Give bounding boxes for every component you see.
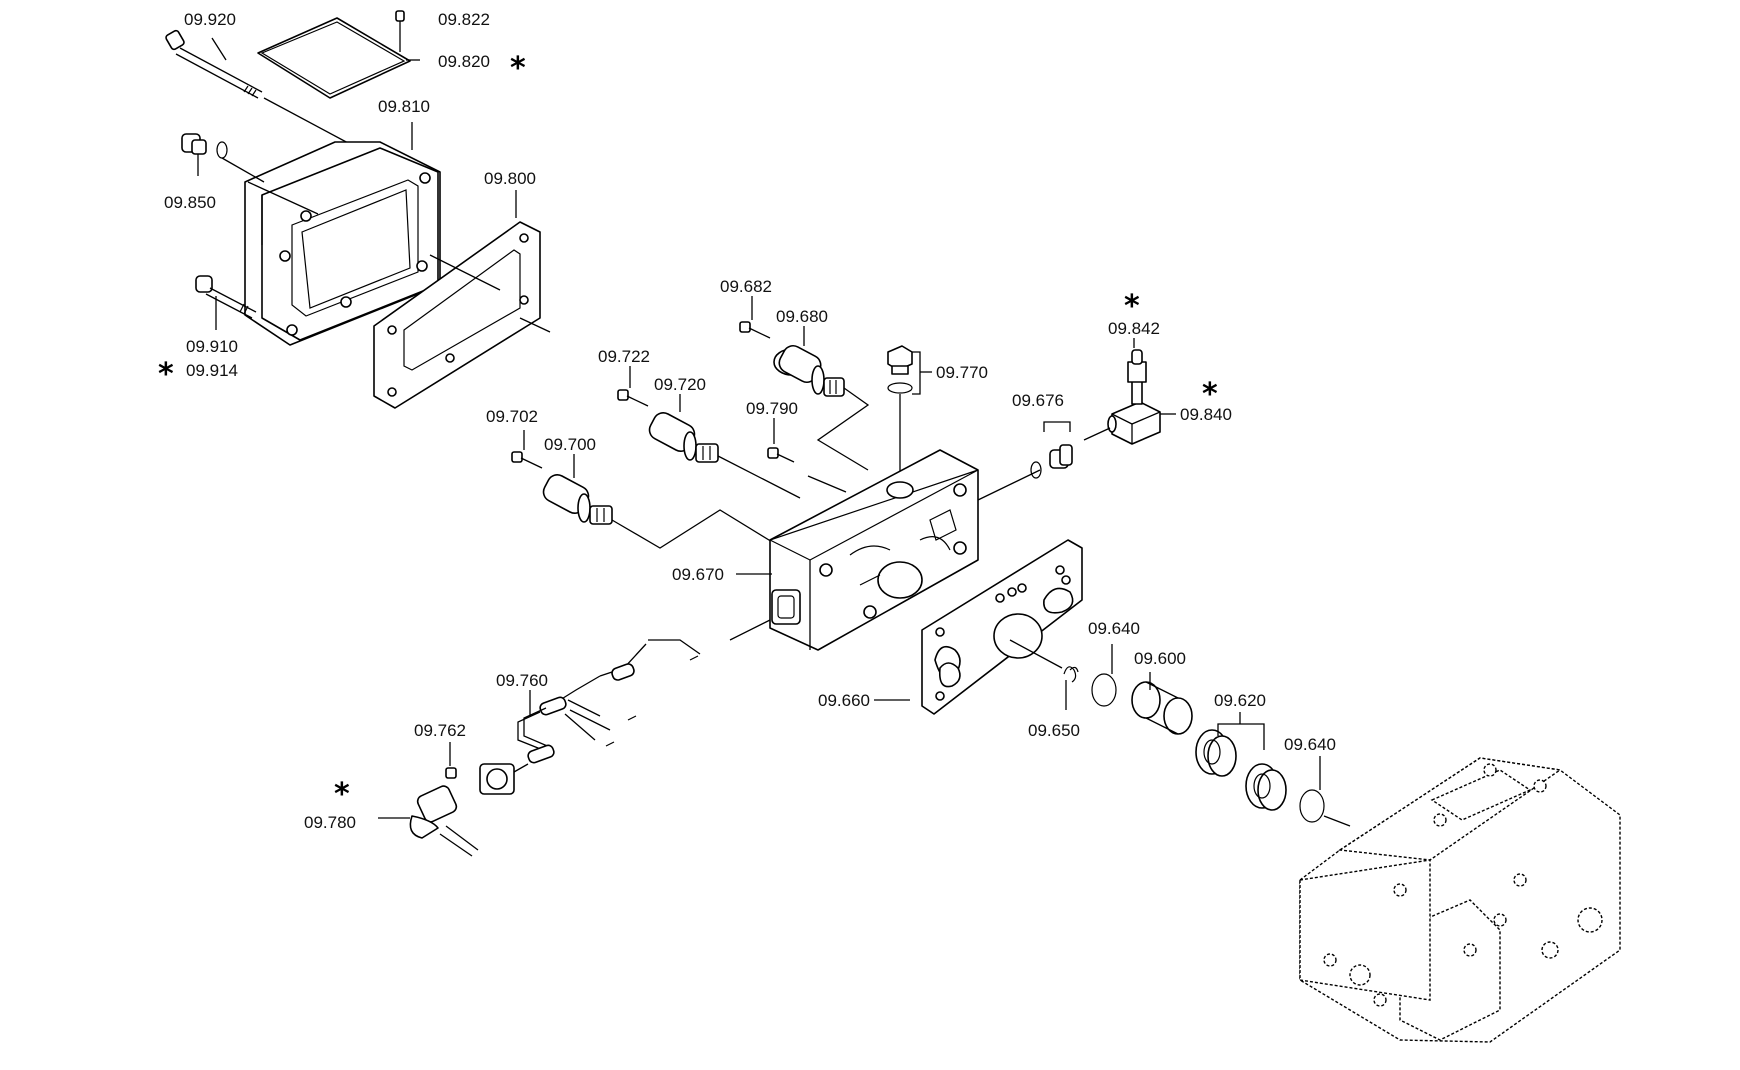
asterisk-09842: * xyxy=(1124,289,1140,324)
label-09770: 09.770 xyxy=(936,363,988,382)
label-09680: 09.680 xyxy=(776,307,828,326)
harness-09760[interactable] xyxy=(517,639,701,764)
plug-connector-09780[interactable] xyxy=(409,784,479,857)
label-09840: 09.840 xyxy=(1180,405,1232,424)
label-09780: 09.780 xyxy=(304,813,356,832)
label-09660: 09.660 xyxy=(818,691,870,710)
bolt-09722[interactable] xyxy=(617,389,649,407)
bolt-09920[interactable] xyxy=(165,29,263,99)
asterisk-09820: * xyxy=(510,51,526,86)
transmission-housing xyxy=(1299,757,1621,1043)
label-09670: 09.670 xyxy=(672,565,724,584)
asterisk-09840: * xyxy=(1202,377,1218,412)
connector-09762[interactable] xyxy=(445,763,529,795)
label-09920: 09.920 xyxy=(184,10,236,29)
snap-ring-09640b[interactable] xyxy=(1299,789,1325,823)
clip-09650[interactable] xyxy=(1063,666,1079,683)
solenoid-valve-09680[interactable] xyxy=(773,342,845,397)
label-09682: 09.682 xyxy=(720,277,772,296)
fitting-09842[interactable] xyxy=(1127,349,1147,405)
label-09790: 09.790 xyxy=(746,399,798,418)
label-09720: 09.720 xyxy=(654,375,706,394)
label-09810: 09.810 xyxy=(378,97,430,116)
top-cover-plate[interactable] xyxy=(257,17,411,99)
block-09840[interactable] xyxy=(1107,401,1161,445)
label-09600: 09.600 xyxy=(1134,649,1186,668)
screw-09790[interactable] xyxy=(767,447,795,463)
label-09842: 09.842 xyxy=(1108,319,1160,338)
label-09850: 09.850 xyxy=(164,193,216,212)
valve-block-09670[interactable] xyxy=(768,449,979,651)
bolt-09702[interactable] xyxy=(511,451,543,469)
label-09910: 09.910 xyxy=(186,337,238,356)
label-09702: 09.702 xyxy=(486,407,538,426)
asterisk-09780: * xyxy=(334,777,350,812)
label-09914: 09.914 xyxy=(186,361,238,380)
label-09762: 09.762 xyxy=(414,721,466,740)
spring-09620a[interactable] xyxy=(1195,729,1237,777)
solenoid-valve-09700[interactable] xyxy=(540,471,613,525)
label-09820: 09.820 xyxy=(438,52,490,71)
spool-09600[interactable] xyxy=(1131,681,1193,735)
label-09822: 09.822 xyxy=(438,10,490,29)
gasket-09800[interactable] xyxy=(373,221,541,409)
label-09650: 09.650 xyxy=(1028,721,1080,740)
label-09800: 09.800 xyxy=(484,169,536,188)
solenoid-valve-09720[interactable] xyxy=(646,409,719,463)
snap-ring-09640[interactable] xyxy=(1091,673,1117,707)
spring-09620b[interactable] xyxy=(1245,763,1287,811)
label-09676: 09.676 xyxy=(1012,391,1064,410)
label-09722: 09.722 xyxy=(598,347,650,366)
bolt-09682[interactable] xyxy=(739,321,771,339)
plug-09770[interactable] xyxy=(887,345,913,394)
label-09620: 09.620 xyxy=(1214,691,1266,710)
label-09640-upper: 09.640 xyxy=(1088,619,1140,638)
plug-09676[interactable] xyxy=(1030,444,1073,479)
label-09760: 09.760 xyxy=(496,671,548,690)
small-screw-09822[interactable] xyxy=(395,10,405,52)
screw-09850[interactable] xyxy=(181,133,228,159)
gasket-09660[interactable] xyxy=(921,539,1083,715)
label-09640-lower: 09.640 xyxy=(1284,735,1336,754)
asterisk-09914: * xyxy=(158,357,174,392)
bolt-09910[interactable] xyxy=(195,275,257,319)
label-09700: 09.700 xyxy=(544,435,596,454)
leader-lines xyxy=(197,37,1321,819)
housing-09810[interactable] xyxy=(244,141,441,346)
